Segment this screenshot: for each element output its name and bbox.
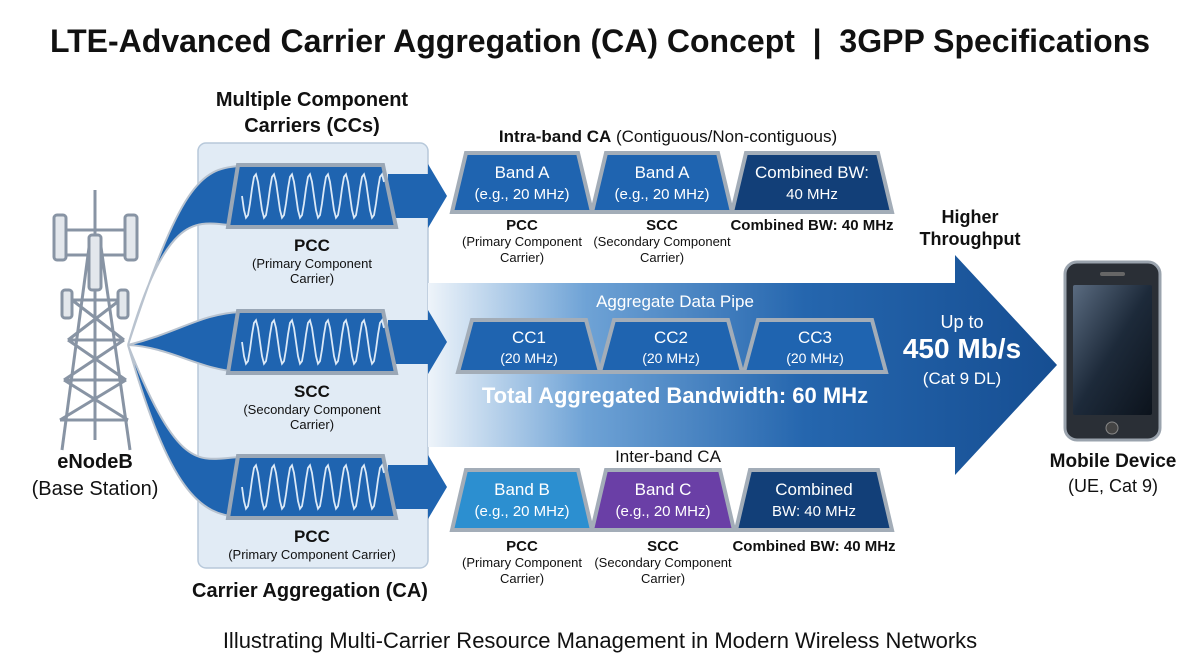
carrier-label: PCC: [294, 236, 330, 255]
band-width: BW: 40 MHz: [772, 503, 856, 520]
band-caption-sub: Carrier): [640, 250, 684, 265]
band-block: [741, 318, 889, 374]
enodeb-label: eNodeB: [57, 451, 133, 473]
carrier-sublabel: (Primary Component Carrier): [228, 547, 396, 562]
panel-footer: Carrier Aggregation (CA): [192, 580, 428, 602]
throughput-label-2: Throughput: [920, 229, 1021, 249]
carrier-sublabel: Carrier): [290, 271, 334, 286]
band-width: (e.g., 20 MHz): [614, 186, 709, 203]
panel-heading-2: Carriers (CCs): [244, 115, 380, 137]
inter-band-box: Band C (e.g., 20 MHz) SCC(Secondary Compon…: [589, 468, 737, 586]
band-name: Band A: [635, 163, 690, 182]
page-title: LTE-Advanced Carrier Aggregation (CA) Co…: [50, 23, 1150, 59]
band-caption: PCC: [506, 538, 538, 555]
band-caption: Combined BW: 40 MHz: [730, 217, 893, 234]
pipe-cc-box: CC2 (20 MHz): [597, 318, 745, 374]
carrier-label: SCC: [294, 382, 330, 401]
band-block: [449, 468, 595, 532]
cc-width: (20 MHz): [642, 350, 700, 366]
band-caption: PCC: [506, 217, 538, 234]
enodeb-sublabel: (Base Station): [32, 478, 159, 500]
throughput-label-1: Higher: [941, 207, 998, 227]
panel-heading-1: Multiple Component: [216, 89, 409, 111]
mobile-device-icon: [1063, 260, 1162, 442]
upto-label: Up to: [940, 312, 983, 332]
intra-header-rest: (Contiguous/Non-contiguous): [611, 127, 837, 146]
pipe-cc-box: CC1 (20 MHz): [455, 318, 603, 374]
carrier-arrow: [388, 455, 447, 519]
carrier-arrow: [388, 164, 447, 228]
carrier-beam: [127, 310, 241, 374]
device-label: Mobile Device: [1050, 451, 1177, 472]
cc-name: CC3: [798, 328, 832, 347]
sine-wave-icon: [241, 463, 385, 511]
sine-wave-icon: [241, 318, 385, 366]
band-caption-sub: (Secondary Component: [594, 555, 732, 570]
band-caption-sub: (Primary Component: [462, 234, 582, 249]
pipe-label: Aggregate Data Pipe: [596, 292, 754, 311]
band-block: [589, 151, 735, 214]
band-name: Band A: [495, 163, 550, 182]
band-block: [733, 468, 895, 532]
intra-band-header: Intra-band CA (Contiguous/Non-contiguous…: [499, 127, 837, 146]
inter-band-box: Band B (e.g., 20 MHz) PCC(Primary Componen…: [449, 468, 595, 586]
band-name: Combined BW:: [755, 163, 869, 182]
band-width: 40 MHz: [786, 186, 838, 203]
sine-wave-icon: [241, 172, 385, 220]
band-name: Band C: [635, 480, 692, 499]
category-label: (Cat 9 DL): [923, 369, 1001, 388]
band-caption-sub: (Secondary Component: [593, 234, 731, 249]
band-width: (e.g., 20 MHz): [474, 503, 569, 520]
total-bandwidth: Total Aggregated Bandwidth: 60 MHz: [482, 383, 868, 408]
inter-band-header: Inter-band CA: [615, 447, 721, 466]
cc-name: CC2: [654, 328, 688, 347]
peak-rate: 450 Mb/s: [903, 333, 1021, 364]
band-caption-sub: Carrier): [500, 250, 544, 265]
band-width: (e.g., 20 MHz): [474, 186, 569, 203]
carrier-sublabel: (Secondary Component: [243, 402, 381, 417]
cell-tower-icon: [52, 190, 139, 451]
carrier-block: [225, 163, 399, 229]
carrier-block: [225, 309, 399, 375]
band-name: Combined: [775, 480, 853, 499]
band-block: [729, 151, 895, 214]
band-name: Band B: [494, 480, 550, 499]
aggregate-pipe-arrow: [428, 255, 1057, 475]
carrier-sublabel: (Primary Component: [252, 256, 372, 271]
cc-name: CC1: [512, 328, 546, 347]
band-caption: SCC: [646, 217, 678, 234]
band-caption-sub: Carrier): [641, 571, 685, 586]
cc-width: (20 MHz): [786, 350, 844, 366]
pipe-cc-box: CC3 (20 MHz): [741, 318, 889, 374]
device-sublabel: (UE, Cat 9): [1068, 476, 1158, 496]
carrier-block: [225, 454, 399, 520]
intra-header-bold: Intra-band CA: [499, 127, 611, 146]
band-caption: Combined BW: 40 MHz: [732, 538, 895, 555]
component-carrier: PCC(Primary Component Carrier): [127, 344, 447, 562]
band-caption-sub: (Primary Component: [462, 555, 582, 570]
footer-caption: Illustrating Multi-Carrier Resource Mana…: [223, 628, 977, 653]
carrier-label: PCC: [294, 527, 330, 546]
band-block: [449, 151, 595, 214]
carrier-arrow: [388, 310, 447, 374]
cc-width: (20 MHz): [500, 350, 558, 366]
band-width: (e.g., 20 MHz): [615, 503, 710, 520]
band-caption: SCC: [647, 538, 679, 555]
band-block: [589, 468, 737, 532]
band-caption-sub: Carrier): [500, 571, 544, 586]
intra-band-box: Band A (e.g., 20 MHz) SCC(Secondary Compon…: [589, 151, 735, 265]
carrier-sublabel: Carrier): [290, 417, 334, 432]
intra-band-box: Band A (e.g., 20 MHz) PCC(Primary Componen…: [449, 151, 595, 265]
